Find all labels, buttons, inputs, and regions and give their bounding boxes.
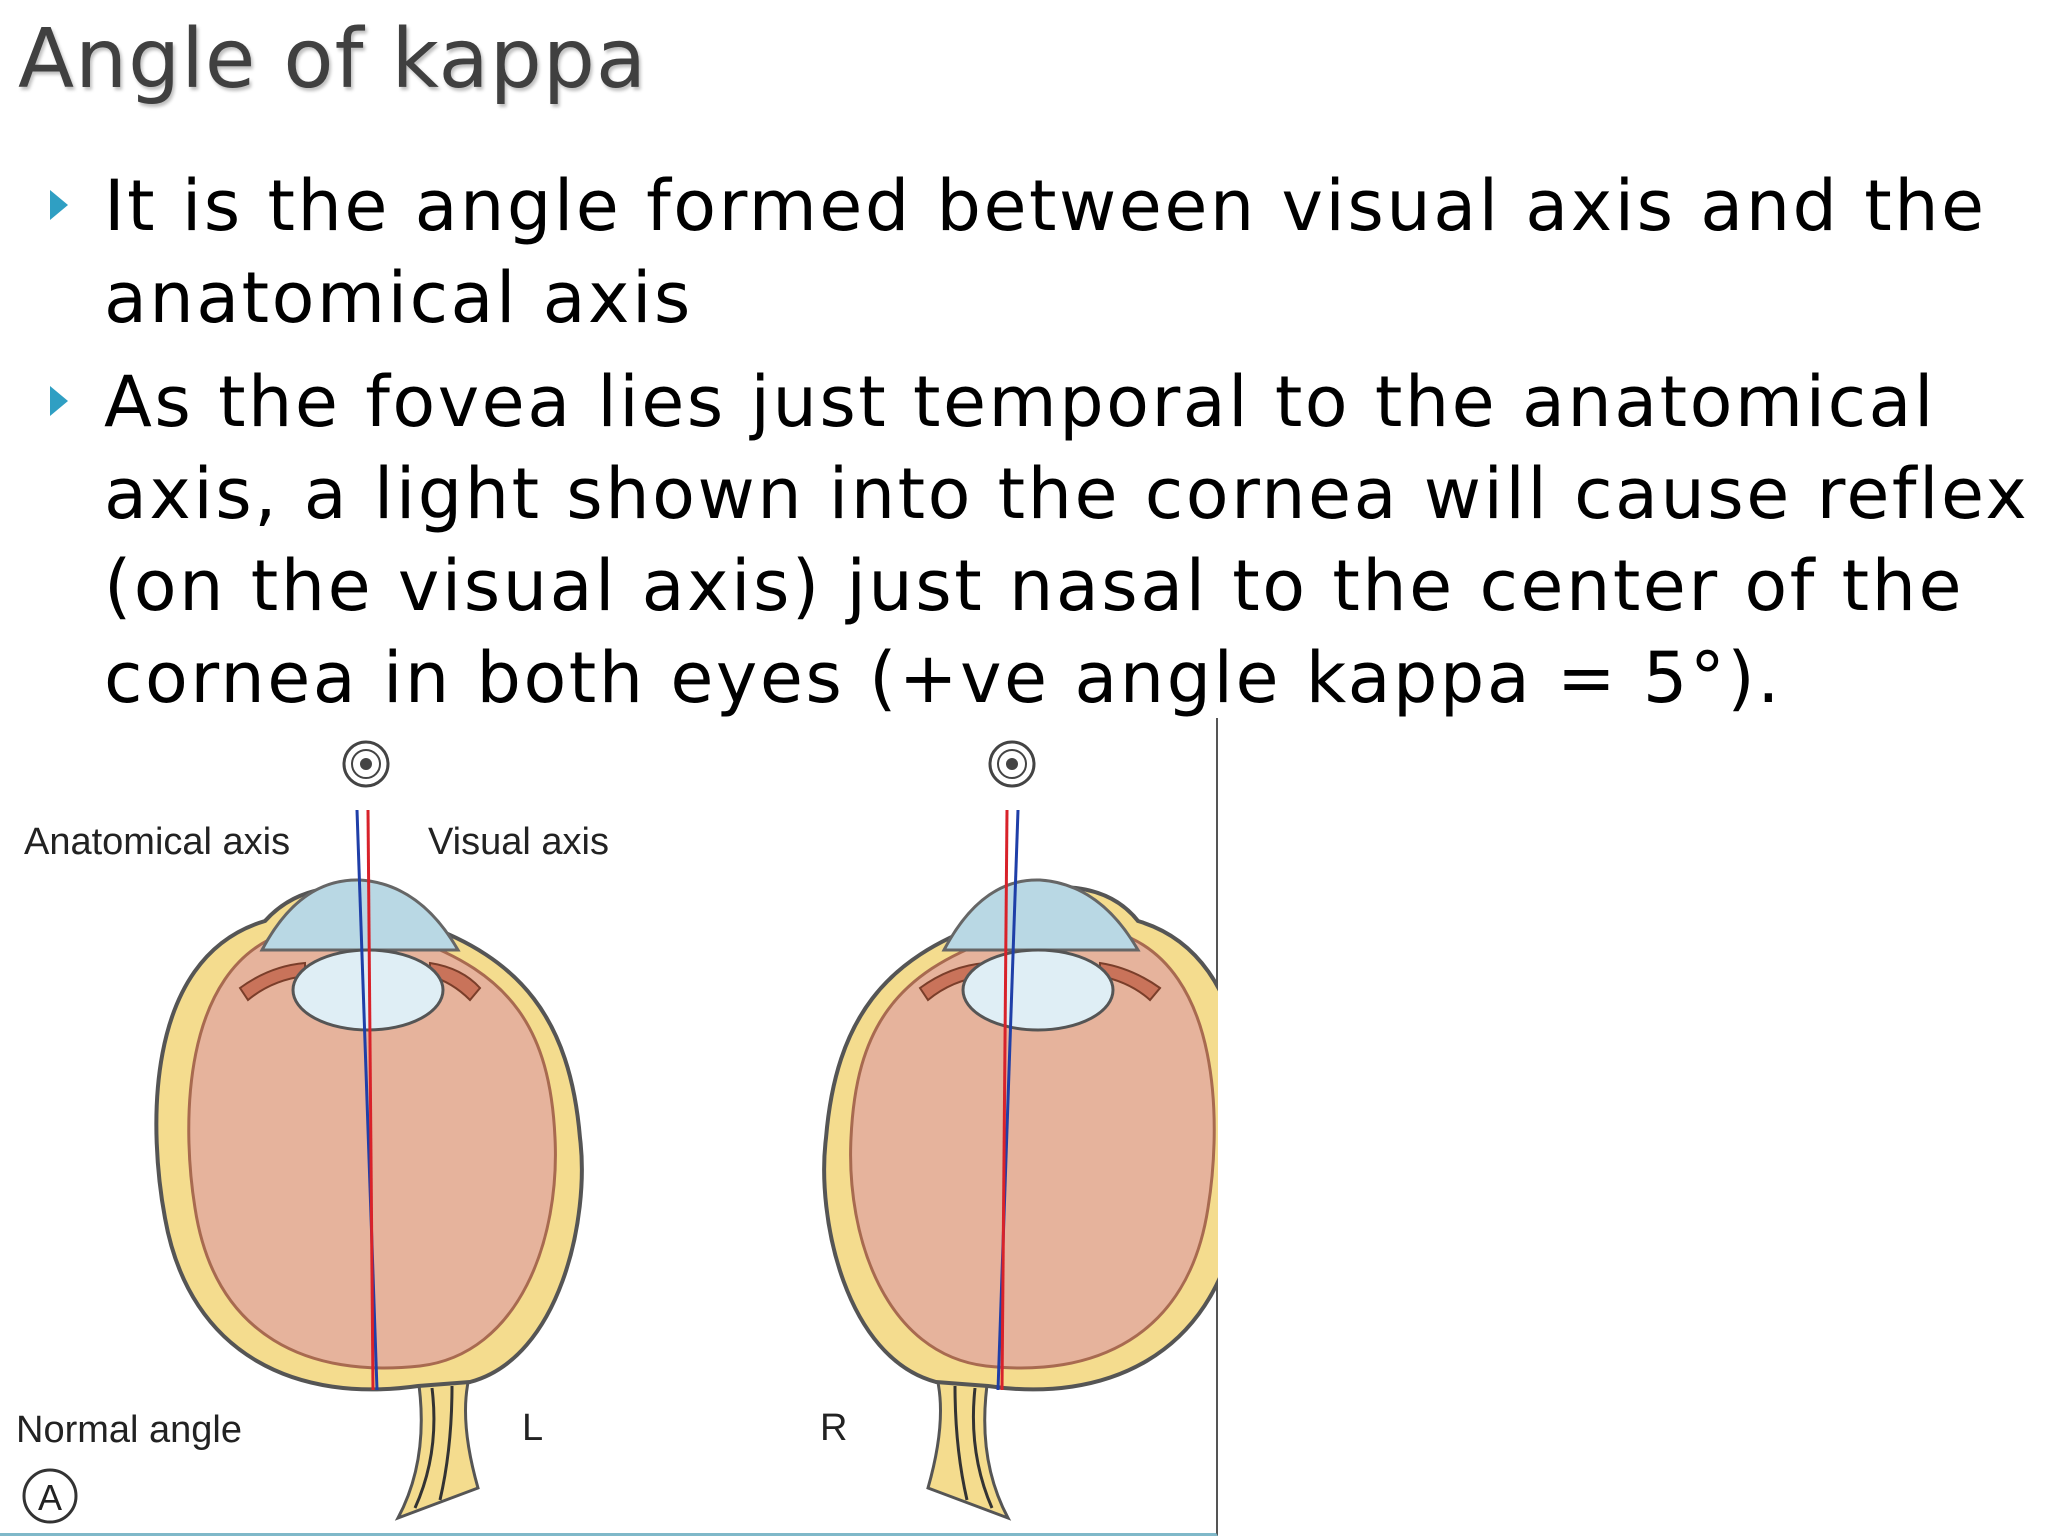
right-fixation-target-icon <box>988 740 1036 788</box>
panel-badge: A <box>22 1468 78 1524</box>
normal-angle-label: Normal angle <box>16 1409 242 1451</box>
bullet-item: It is the angle formed between visual ax… <box>30 160 2040 344</box>
bullet-text: As the fovea lies just temporal to the a… <box>104 361 2030 719</box>
right-eye <box>822 740 1218 1521</box>
right-vitreous <box>849 931 1216 1370</box>
left-optic-nerve <box>394 1372 480 1521</box>
bullet-list: It is the angle formed between visual ax… <box>30 160 2040 736</box>
right-lens <box>961 948 1115 1032</box>
left-visual-axis-line <box>366 809 375 1391</box>
right-eye-label: R <box>820 1407 847 1449</box>
eye-diagram-figure: Anatomical axis Visual axis Normal angle… <box>0 718 1218 1536</box>
bullet-arrow-icon <box>50 190 68 220</box>
bullet-item: As the fovea lies just temporal to the a… <box>30 356 2040 724</box>
left-eye-label: L <box>522 1407 543 1449</box>
visual-axis-label: Visual axis <box>428 821 609 863</box>
left-fixation-target-icon <box>342 740 390 788</box>
right-cornea <box>941 878 1141 952</box>
eye-diagram: Anatomical axis Visual axis Normal angle… <box>16 740 1218 1524</box>
left-eye <box>154 740 584 1521</box>
anatomical-axis-label: Anatomical axis <box>24 821 290 863</box>
right-optic-nerve <box>926 1372 1012 1521</box>
bullet-arrow-icon <box>50 386 68 416</box>
right-visual-axis-line <box>1000 809 1009 1391</box>
bullet-text: It is the angle formed between visual ax… <box>104 165 1987 339</box>
slide-title: Angle of kappa <box>18 12 648 107</box>
panel-label: A <box>38 1477 62 1518</box>
